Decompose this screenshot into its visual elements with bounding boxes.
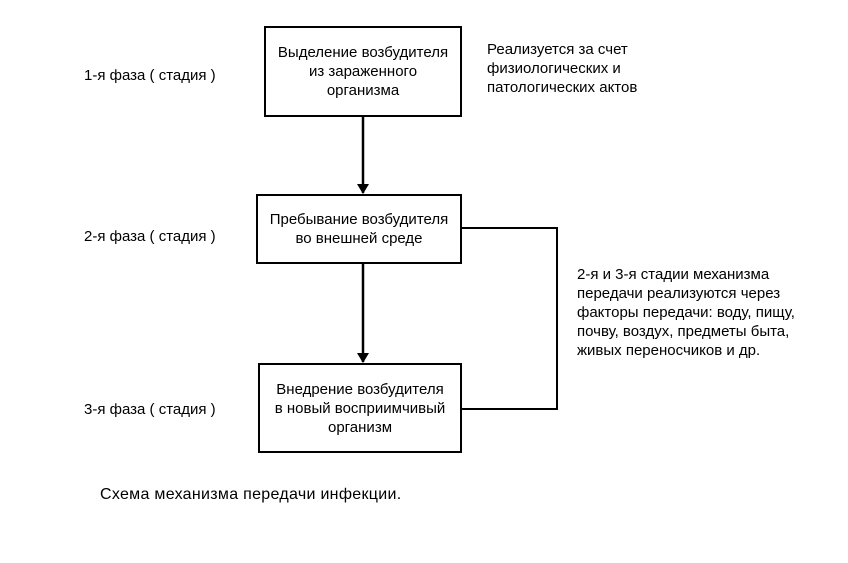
note-phase1-line-2: физиологических и	[487, 60, 621, 77]
box-excretion-line-2: из зараженного	[308, 63, 418, 80]
box-environment-line-2: во внешней среде	[295, 230, 423, 247]
box-environment-line-1: Пребывание возбудителя	[269, 211, 449, 228]
box-invasion: Внедрение возбудителя в новый восприимчи…	[258, 363, 462, 453]
note-phase2-3-line-5: живых переносчиков и др.	[577, 342, 761, 359]
phase-label-2: 2-я фаза ( стадия )	[84, 228, 216, 245]
box-environment: Пребывание возбудителя во внешней среде	[256, 194, 462, 264]
box-invasion-line-3: организм	[327, 418, 393, 436]
note-phase2-3: 2-я и 3-я стадии механизма передачи реал…	[577, 265, 795, 360]
note-phase1-line-1: Реализуется за счет	[487, 41, 628, 58]
note-phase2-3-line-1: 2-я и 3-я стадии механизма	[577, 266, 770, 283]
phase-label-1: 1-я фаза ( стадия )	[84, 67, 216, 84]
phase-label-3: 3-я фаза ( стадия )	[84, 401, 216, 418]
note-phase2-3-line-2: передачи реализуются через	[577, 285, 781, 302]
box-invasion-line-2: в новый восприимчивый	[274, 399, 446, 417]
box-excretion: Выделение возбудителя из зараженного орг…	[264, 26, 462, 117]
figure-caption: Схема механизма передачи инфекции.	[100, 486, 402, 503]
box-excretion-line-3: организма	[326, 82, 400, 99]
box-excretion-line-1: Выделение возбудителя	[277, 44, 449, 61]
note-phase1: Реализуется за счет физиологических и па…	[487, 40, 637, 97]
note-phase1-line-3: патологических актов	[487, 79, 638, 96]
note-phase2-3-line-4: почву, воздух, предметы быта,	[577, 323, 790, 340]
note-phase2-3-line-3: факторы передачи: воду, пищу,	[577, 304, 795, 321]
box-invasion-line-1: Внедрение возбудителя	[276, 380, 444, 398]
bracket-phase2-phase3	[462, 227, 558, 410]
